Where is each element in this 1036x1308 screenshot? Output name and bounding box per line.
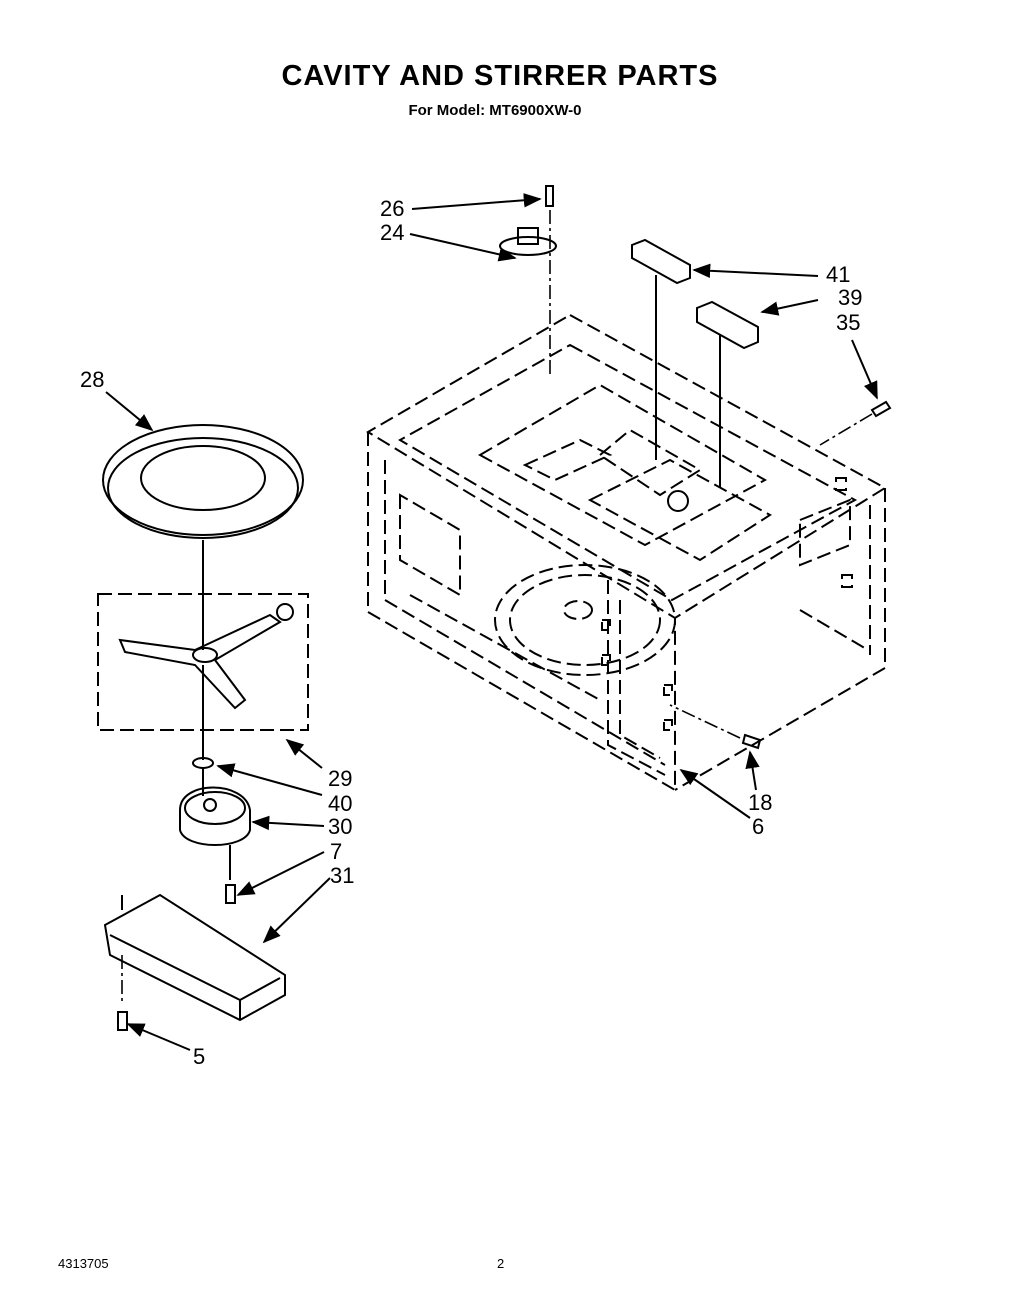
leader-lines bbox=[105, 193, 878, 1051]
callout-39: 39 bbox=[838, 285, 862, 310]
callout-29: 29 bbox=[328, 766, 352, 791]
callout-24: 24 bbox=[380, 220, 404, 245]
document-number: 4313705 bbox=[58, 1256, 109, 1271]
callout-6: 6 bbox=[752, 814, 764, 839]
callout-41: 41 bbox=[826, 262, 850, 287]
thermal-cutout-24-icon bbox=[499, 227, 557, 256]
screw-7-icon bbox=[225, 884, 236, 904]
motor-30-icon bbox=[179, 768, 251, 880]
callout-26: 26 bbox=[380, 196, 404, 221]
callout-31: 31 bbox=[330, 863, 354, 888]
motor-cover-31-icon bbox=[103, 893, 286, 1022]
cover-39-icon bbox=[696, 300, 759, 487]
page-title: CAVITY AND STIRRER PARTS bbox=[281, 60, 719, 92]
screw-18-icon bbox=[669, 704, 762, 750]
model-subtitle: For Model: MT6900XW-0 bbox=[408, 102, 582, 119]
callout-5: 5 bbox=[193, 1044, 205, 1069]
callout-30: 30 bbox=[328, 814, 352, 839]
screw-26-icon bbox=[545, 185, 554, 375]
glass-tray-28-icon bbox=[102, 424, 304, 650]
cavity-assembly bbox=[366, 313, 887, 792]
callout-40: 40 bbox=[328, 791, 352, 816]
screw-35-icon bbox=[819, 400, 892, 446]
callout-28: 28 bbox=[80, 367, 104, 392]
callout-18: 18 bbox=[748, 790, 772, 815]
callout-35: 35 bbox=[836, 310, 860, 335]
roller-support-29-icon bbox=[97, 593, 309, 760]
cover-41-icon bbox=[631, 238, 691, 460]
callout-7: 7 bbox=[330, 839, 342, 864]
screw-5-icon bbox=[117, 1011, 128, 1031]
page-number: 2 bbox=[497, 1256, 505, 1271]
